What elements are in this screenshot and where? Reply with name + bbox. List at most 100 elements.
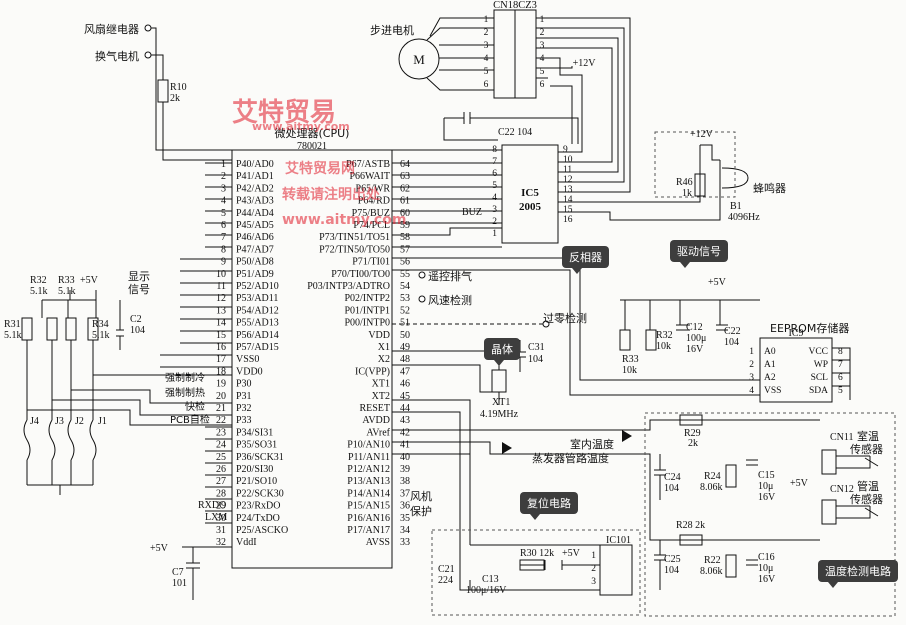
cpu-pin-number: 42 <box>400 427 410 438</box>
cn18-pin-right: 6 <box>540 80 545 90</box>
cpu-pin-name: RESET <box>359 403 390 414</box>
ic5-pin-right: 13 <box>563 185 573 195</box>
cpu-pin-name: P17/AN17 <box>347 525 390 536</box>
cpu-pin-number: 13 <box>216 305 226 316</box>
cpu-pin-number: 2 <box>221 171 226 182</box>
ic5-pin-right: 9 <box>563 145 568 155</box>
r32-value: 5.1k <box>30 286 48 297</box>
cn12-connector <box>821 499 837 525</box>
c22-label: C22 104 <box>498 127 532 138</box>
watermark-brand: 艾特贸易 <box>232 98 337 128</box>
cpu-pin-name: P10/AN10 <box>347 440 390 451</box>
cpu-pin-number: 33 <box>400 537 410 548</box>
ic5-body <box>501 144 559 244</box>
temp-vcc: +5V <box>790 478 809 489</box>
eeprom-title: EEPROM存储器 <box>770 322 850 335</box>
ic9-pin-left: A0 <box>764 347 776 357</box>
cn18-label: CN18CZ3 <box>493 0 537 11</box>
cpu-pin-name: P30 <box>236 379 252 390</box>
cpu-pin-number: 37 <box>400 488 410 499</box>
ic9-pin-num: 7 <box>838 360 843 370</box>
jumper-label: J3 <box>55 416 64 427</box>
c7-label: C7 <box>172 567 184 578</box>
remote-vent-label: 遥控排气 <box>428 270 472 283</box>
cpu-pin-number: 6 <box>221 220 226 231</box>
c13-label: C13 <box>482 574 499 585</box>
eeprom-r32-value: 10k <box>656 341 671 352</box>
c31-label: C31 <box>528 342 545 353</box>
cpu-pin-name: P11/AN11 <box>348 452 390 463</box>
force-heat-label: 强制制热 <box>165 388 205 399</box>
force-cool-label: 强制制冷 <box>165 373 205 384</box>
fan-relay-label: 风扇继电器 <box>84 23 139 36</box>
c2-value: 104 <box>130 325 145 336</box>
cpu-pin-number: 5 <box>221 208 226 219</box>
cpu-pin-number: 40 <box>400 452 410 463</box>
cpu-pin-name: P02/INTP2 <box>344 293 390 304</box>
r10-value: 2k <box>170 93 180 104</box>
watermark-url-1: www.aitmy.com <box>252 120 350 133</box>
cpu-pin-number: 36 <box>400 501 410 512</box>
cpu-pin-number: 55 <box>400 269 410 280</box>
ic101-pin: 1 <box>591 551 596 561</box>
c15-value: 10μ <box>758 481 773 492</box>
cn18-pin-right: 4 <box>540 54 545 64</box>
c16-voltage: 16V <box>758 574 776 585</box>
ic9-pin-num: 4 <box>749 386 754 396</box>
ic101-pin: 3 <box>591 577 596 587</box>
cn18-pin-left: 6 <box>484 80 489 90</box>
ic101-reset-ic <box>599 544 633 596</box>
cpu-pin-name: P25/ASCKO <box>236 525 288 536</box>
ic5-pin-left: 2 <box>492 217 497 227</box>
cn18-pin-right: 5 <box>540 67 545 77</box>
evap-temp-label: 蒸发器管路温度 <box>532 452 609 465</box>
c24-label: C24 <box>664 472 681 483</box>
cpu-pin-name: P23/RxDO <box>236 501 280 512</box>
cpu-pin-number: 64 <box>400 159 410 170</box>
cpu-pin-name: P73/TIN51/TO51 <box>319 232 390 243</box>
ic5-pin-right: 12 <box>563 175 573 185</box>
cpu-pin-name: P36/SCK31 <box>236 452 284 463</box>
cpu-pin-number: 59 <box>400 220 410 231</box>
ic5-name: IC5 <box>521 187 539 199</box>
eeprom-c12-voltage: 16V <box>686 344 704 355</box>
cpu-pin-name: P56/AD14 <box>236 330 279 341</box>
cpu-pin-name: P54/AD12 <box>236 305 279 316</box>
cpu-pin-name: P47/AD7 <box>236 244 274 255</box>
cpu-pin-name: P20/SI30 <box>236 464 273 475</box>
cpu-pin-number: 30 <box>216 513 226 524</box>
cpu-pin-number: 1 <box>221 159 226 170</box>
r31-value: 5.1k <box>4 330 22 341</box>
r10-label: R10 <box>170 82 187 93</box>
reset-region <box>431 529 641 616</box>
cpu-pin-number: 34 <box>400 525 410 536</box>
cpu-pin-name: P53/AD11 <box>236 293 278 304</box>
cpu-pin-number: 41 <box>400 440 410 451</box>
ic9-pin-right: WP <box>814 360 828 370</box>
cpu-pin-number: 19 <box>216 379 226 390</box>
cpu-pin-number: 25 <box>216 452 226 463</box>
watermark-notice: 转载请注明出处 <box>282 187 380 203</box>
ic5-pin-left: 5 <box>492 181 497 191</box>
cn18-pin-right: 2 <box>540 28 545 38</box>
cpu-pin-name: P65/WR <box>356 183 391 194</box>
c15-voltage: 16V <box>758 492 776 503</box>
c7-vcc: +5V <box>150 543 169 554</box>
cpu-pin-number: 57 <box>400 244 410 255</box>
room-sensor-label-2: 传感器 <box>850 443 883 456</box>
cpu-pin-name: IC(VPP) <box>355 366 390 377</box>
ic5-pin-right: 14 <box>563 195 573 205</box>
cpu-pin-number: 4 <box>221 196 226 207</box>
cpu-pin-number: 7 <box>221 232 226 243</box>
xt1-freq: 4.19MHz <box>480 409 519 420</box>
ic9-pin-num: 2 <box>749 360 754 370</box>
jumper-label: J2 <box>75 416 84 427</box>
ic9-pin-num: 1 <box>749 347 754 357</box>
cpu-pin-name: P46/AD6 <box>236 232 274 243</box>
cpu-pin-number: 3 <box>221 183 226 194</box>
r46-value: 1k <box>682 188 692 199</box>
cpu-pin-number: 56 <box>400 257 410 268</box>
cpu-pin-name: P44/AD4 <box>236 208 274 219</box>
